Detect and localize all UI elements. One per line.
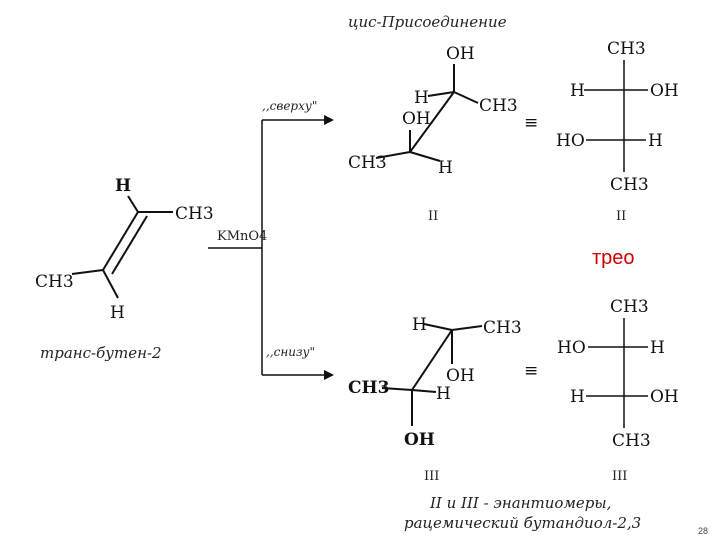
ii-ch3-right: CH3 [479,96,518,116]
double-bond-b [111,215,148,275]
fischer-iii-label: III [612,469,627,484]
iii-label: III [424,469,439,484]
start-h-top: H [115,176,131,196]
ii-bond-c1-h [427,91,455,97]
ii-bond-c1-ch3 [453,91,479,104]
product-ii: OH H OH CH3 CH3 H II [348,44,518,224]
fischer-iii-top: CH3 [610,297,649,317]
fischer-ii-row2-right: H [648,131,663,151]
fischer-ii: CH3 H OH HO H CH3 II [556,39,679,224]
fischer-iii: CH3 HO H H OH CH3 III [557,297,679,484]
equiv-iii: ≡ [524,361,538,381]
iii-ch3-right: CH3 [483,318,522,338]
ii-bond-c1-c2 [409,91,455,153]
fischer-iii-row1-left: HO [557,338,586,358]
iii-bond-c2-ch3 [381,387,413,391]
iii-bond-c1-ch3 [451,325,483,331]
iii-h-left: H [412,315,427,335]
title: цис-Присоединение [348,13,507,31]
bond-h-c1 [127,195,139,213]
fischer-ii-row1-right: OH [650,81,679,101]
ii-label: II [428,209,438,224]
ii-h-bottom: H [438,158,453,178]
arrow-bottom-head [324,370,334,380]
fischer-iii-row1-right: H [650,338,665,358]
equiv-ii: ≡ [524,113,538,133]
fischer-iii-bottom: CH3 [612,431,651,451]
page-number: 28 [698,526,708,536]
ii-bond-c2-h [409,151,441,162]
iii-oh-mid: OH [446,366,475,386]
double-bond-a [102,211,139,271]
fischer-iii-row2-right: OH [650,387,679,407]
start-ch3-right: CH3 [175,204,214,224]
ii-h-left: H [414,88,429,108]
direction-top-label: ,,сверху" [262,99,317,113]
fischer-ii-row2-left: HO [556,131,585,151]
iii-oh-bottom: OH [404,430,435,450]
fischer-ii-bottom: CH3 [610,175,649,195]
iii-bond-c1-h [423,323,453,331]
arrow-top-head [324,115,334,125]
direction-bottom-label: ,,снизу" [266,345,315,359]
ii-bond-c2-ch3 [375,151,411,159]
reagent-arrows: KMnO4 ,,сверху" ,,снизу" [208,99,334,380]
ii-oh-top: OH [446,44,475,64]
fischer-ii-label: II [616,209,626,224]
ii-ch3-left: CH3 [348,153,387,173]
threo-label: трео [592,247,635,269]
product-iii: H CH3 CH3 OH H OH III [348,315,522,484]
iii-bond-c2-h [411,389,437,393]
fischer-ii-row1-left: H [570,81,585,101]
start-compound-name: транс-бутен-2 [40,344,162,362]
bond-c2-ch3 [71,269,104,275]
iii-h-mid: H [436,384,451,404]
iii-ch3-left: CH3 [348,378,389,398]
iii-bond-c1-c2 [411,329,453,391]
start-ch3-left: CH3 [35,272,74,292]
fischer-ii-top: CH3 [607,39,646,59]
footnote-line1: II и III - энантиомеры, [429,494,611,512]
footnote-line2: рацемический бутандиол-2,3 [404,514,641,532]
bond-c2-h [102,269,119,299]
reagent-label: KMnO4 [217,229,267,244]
start-h-bottom: H [110,303,125,323]
ii-oh-left: OH [402,109,431,129]
start-compound: H CH3 CH3 H транс-бутен-2 [35,176,214,362]
fischer-iii-row2-left: H [570,387,585,407]
